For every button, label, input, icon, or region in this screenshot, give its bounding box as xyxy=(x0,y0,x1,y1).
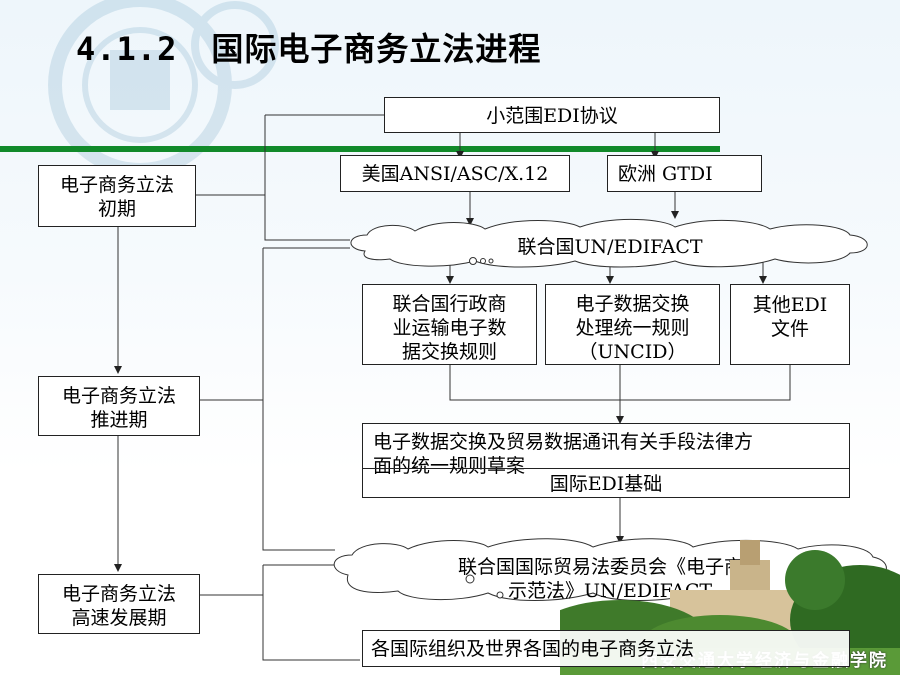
node-uncid-line1: 电子数据交换 xyxy=(575,293,690,315)
node-intl-orgs-label: 各国际组织及世界各国的电子商务立法 xyxy=(371,638,695,660)
green-divider xyxy=(0,146,720,152)
stage-initial: 电子商务立法 初期 xyxy=(38,165,196,227)
page-title: 4.1.2 国际电子商务立法进程 xyxy=(76,24,541,70)
node-un-trade-rules-line2: 业运输电子数 xyxy=(392,317,507,339)
node-small-edi: 小范围EDI协议 xyxy=(384,97,720,133)
node-other-edi-line2: 文件 xyxy=(770,318,809,340)
node-uniform-rules: 电子数据交换及贸易数据通讯有关手段法律方 面的统一规则草案 xyxy=(362,423,850,498)
title-text: 国际电子商务立法进程 xyxy=(211,30,542,68)
node-un-trade-rules-line3: 据交换规则 xyxy=(401,341,497,363)
node-uniform-rules-line1: 电子数据交换及贸易数据通讯有关手段法律方 xyxy=(373,431,754,453)
stage-initial-line2: 初期 xyxy=(97,198,136,220)
node-other-edi: 其他EDI 文件 xyxy=(730,284,850,365)
node-uncid-line3: （UNCID） xyxy=(578,341,687,363)
node-un-edifact-label: 联合国UN/EDIFACT xyxy=(517,236,703,258)
node-other-edi-line1: 其他EDI xyxy=(752,294,828,316)
stage-rapid-line1: 电子商务立法 xyxy=(61,583,176,605)
node-uncitral: 联合国国际贸易法委员会《电子商务 示范法》UN/EDIFACT xyxy=(360,555,860,603)
stage-advance-line2: 推进期 xyxy=(90,409,148,431)
node-eu-gtdi: 欧洲 GTDI xyxy=(607,155,762,192)
node-uncitral-line1: 联合国国际贸易法委员会《电子商务 xyxy=(457,556,762,578)
node-edi-basis: 国际EDI基础 xyxy=(362,468,850,498)
node-uncid: 电子数据交换 处理统一规则 （UNCID） xyxy=(545,284,720,365)
stage-rapid: 电子商务立法 高速发展期 xyxy=(38,574,200,634)
node-un-trade-rules: 联合国行政商 业运输电子数 据交换规则 xyxy=(362,284,537,365)
node-uncitral-line2: 示范法》UN/EDIFACT xyxy=(507,580,713,602)
stage-rapid-line2: 高速发展期 xyxy=(71,607,167,629)
node-uniform-rules-line2: 面的统一规则草案 xyxy=(373,455,526,477)
stage-advance-line1: 电子商务立法 xyxy=(61,385,176,407)
node-un-trade-rules-line1: 联合国行政商 xyxy=(392,293,507,315)
node-uncid-line2: 处理统一规则 xyxy=(575,317,690,339)
node-us-ansi: 美国ANSI/ASC/X.12 xyxy=(340,155,570,192)
stage-initial-line1: 电子商务立法 xyxy=(59,174,174,196)
cloud-un-edifact xyxy=(350,219,868,268)
stage-advance: 电子商务立法 推进期 xyxy=(38,376,200,436)
node-us-ansi-label: 美国ANSI/ASC/X.12 xyxy=(361,163,549,185)
node-edi-basis-label: 国际EDI基础 xyxy=(549,473,663,495)
node-eu-gtdi-label: 欧洲 GTDI xyxy=(618,163,713,185)
section-number: 4.1.2 xyxy=(76,30,178,68)
node-small-edi-label: 小范围EDI协议 xyxy=(486,105,618,127)
node-intl-orgs: 各国际组织及世界各国的电子商务立法 xyxy=(362,630,850,667)
